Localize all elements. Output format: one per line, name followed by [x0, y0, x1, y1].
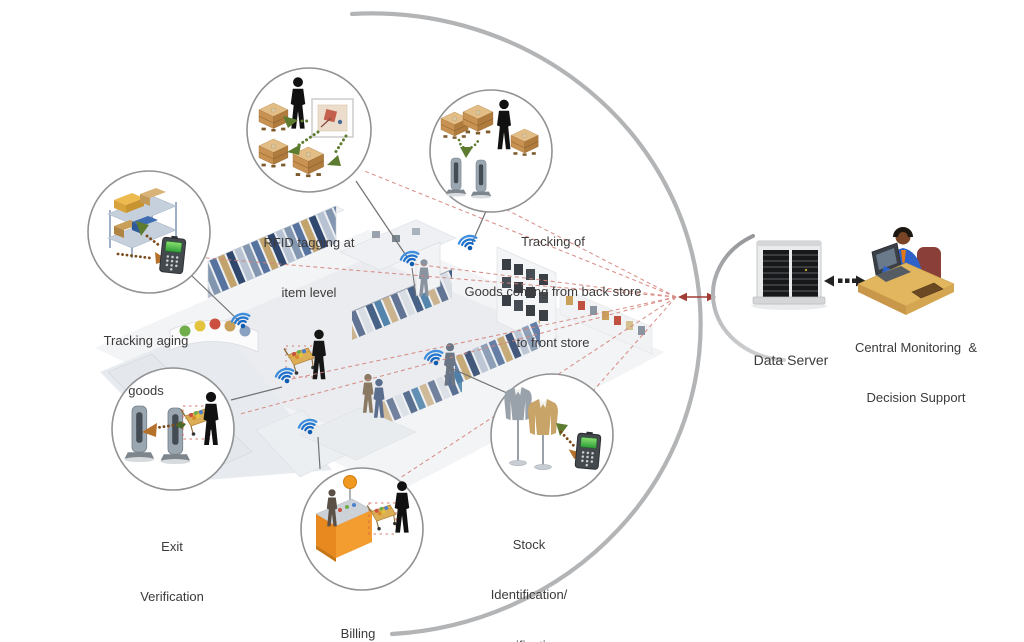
rfid-tag-picture-icon: [311, 98, 354, 138]
label-data-server: Data Server: [701, 315, 881, 406]
label-central-monitoring: Central Monitoring & Decision Support: [821, 306, 1011, 441]
label-line: verification: [439, 638, 619, 642]
kiosk: [415, 241, 441, 297]
label-line: Exit: [161, 538, 183, 554]
label-line: Tracking aging: [103, 332, 189, 348]
rfid-handheld-reader-icon: [158, 234, 187, 275]
label-line: goods: [128, 383, 164, 399]
aging-goods-scene: [107, 188, 187, 275]
jacket-on-stand-icon: [528, 399, 558, 435]
clothing-wall: [207, 205, 345, 299]
rfid-tagging-scene: [258, 77, 354, 178]
label-line: Decision Support: [866, 390, 966, 406]
bin-counter: [169, 318, 259, 353]
rfid-network-links: [194, 169, 677, 479]
label-line: RFID tagging at: [263, 234, 355, 250]
label-line: Billing: [340, 625, 376, 641]
label-exit-verification: Exit Verification: [82, 505, 262, 640]
billing-scene: [315, 475, 410, 562]
label-line: Central Monitoring &: [854, 339, 978, 355]
label-line: Tracking of: [521, 233, 585, 249]
label-line: item level: [281, 285, 337, 301]
shopper-with-cart: [283, 329, 326, 380]
label-line: Verification: [140, 589, 204, 605]
store-boundary-arc: [349, 11, 703, 637]
jacket-on-stand-icon: [504, 387, 532, 421]
goods-tracking-scene: [440, 99, 539, 199]
label-tracking-aging-goods: Tracking aging goods: [56, 299, 236, 434]
label-line: Identification/: [490, 587, 568, 603]
label-line: Goods coming from back store: [464, 284, 642, 300]
rfid-handheld-reader-icon: [574, 430, 602, 471]
back-cabinets: [339, 219, 457, 271]
exit-verification-scene: [124, 391, 219, 465]
appliance-shelves: [496, 246, 557, 349]
operator-at-desk-icon: [857, 227, 955, 315]
label-rfid-tagging: RFID tagging at item level: [214, 201, 404, 336]
stock-identification-scene: [504, 387, 602, 471]
label-line: Stock: [512, 536, 546, 552]
label-line: to front store: [516, 335, 590, 351]
server-rack-icon: [751, 240, 827, 310]
server-bracket-arc: [711, 234, 786, 362]
label-line: Data Server: [753, 352, 829, 369]
label-billing: Billing: [268, 592, 448, 642]
label-stock-identification: Stock Identification/ verification: [439, 503, 619, 642]
label-goods-tracking: Tracking of Goods coming from back store…: [433, 200, 673, 386]
